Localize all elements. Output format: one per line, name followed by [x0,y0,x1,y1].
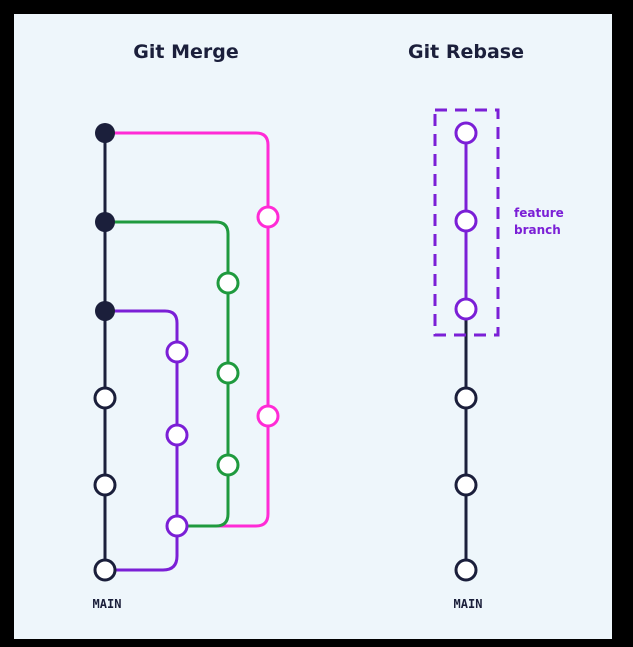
merge-main-commit-filled [95,301,115,321]
merge-merge-commit [165,514,189,538]
rebase-annotation-line2: branch [514,223,561,237]
merge-main-commit-filled [95,123,115,143]
rebase-main-commit [454,473,478,497]
merge-green-commit [216,361,240,385]
diagram-frame: Git Merge Git Rebase MAIN [14,14,612,639]
rebase-main-commit [454,386,478,410]
rebase-title: Git Rebase [408,41,524,63]
rebase-feature-commit [454,297,478,321]
merge-magenta-commit [256,404,280,428]
merge-green-commit [216,271,240,295]
rebase-feature-box [433,108,500,337]
merge-main-commit-filled [95,212,115,232]
merge-main-commit [93,386,117,410]
merge-main-commit [93,558,117,582]
rebase-main-label: MAIN [454,597,483,611]
merge-green-commit [216,453,240,477]
merge-purple-commit [165,340,189,364]
merge-magenta-branch-line [105,131,270,528]
rebase-feature-commit [454,121,478,145]
merge-main-commit [93,473,117,497]
git-diagram: Git Merge Git Rebase MAIN [93,41,564,611]
merge-green-branch-line [105,220,230,528]
merge-purple-commit [165,423,189,447]
merge-main-label: MAIN [93,597,122,611]
rebase-main-commit [454,558,478,582]
merge-magenta-commit [256,205,280,229]
rebase-annotation-line1: feature [514,206,564,220]
rebase-feature-commit [454,209,478,233]
merge-title: Git Merge [133,41,238,63]
